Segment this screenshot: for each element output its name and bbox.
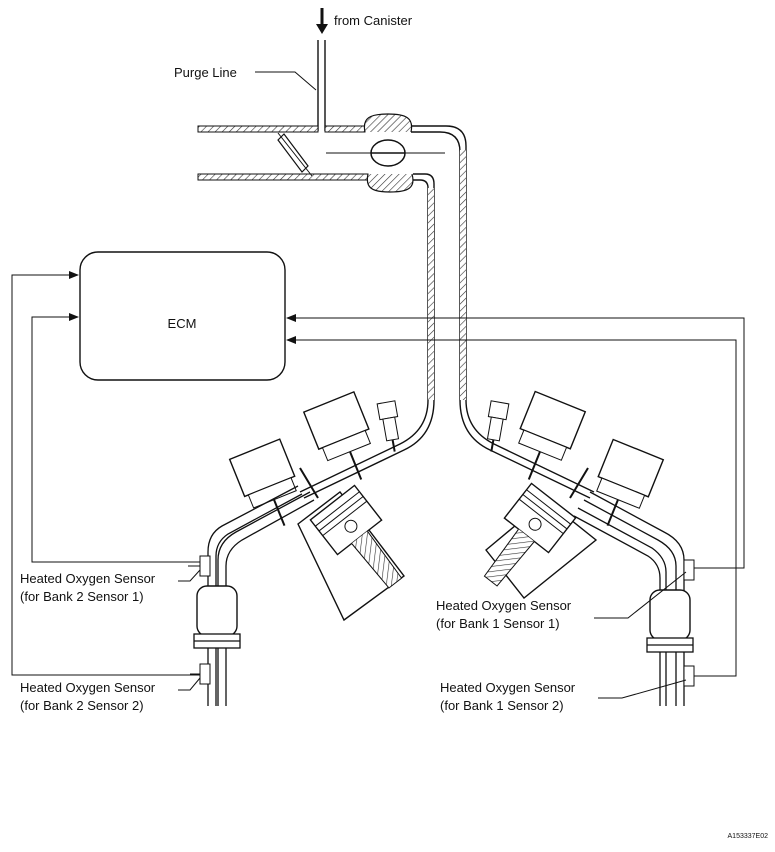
- purge-line: [317, 40, 326, 131]
- svg-text:Heated Oxygen Sensor: Heated Oxygen Sensor: [440, 680, 576, 695]
- signal-wires: [11, 271, 745, 677]
- from-canister-label: from Canister: [334, 13, 413, 28]
- bank1-cylinder: [483, 390, 665, 599]
- svg-text:Heated Oxygen Sensor: Heated Oxygen Sensor: [436, 598, 572, 613]
- svg-text:Heated Oxygen Sensor: Heated Oxygen Sensor: [20, 680, 156, 695]
- purge-line-label: Purge Line: [174, 65, 237, 80]
- svg-text:Heated Oxygen Sensor: Heated Oxygen Sensor: [20, 571, 156, 586]
- ecm-label: ECM: [168, 316, 197, 331]
- bank2-sensor1: [188, 555, 211, 577]
- bank1-sensor1-label: Heated Oxygen Sensor (for Bank 1 Sensor …: [436, 571, 687, 631]
- purge-line-callout: Purge Line: [174, 65, 317, 91]
- bank1-exhaust: [573, 491, 694, 706]
- bank1-sensor2: [683, 665, 695, 687]
- bank2-sensor2-label: Heated Oxygen Sensor (for Bank 2 Sensor …: [20, 677, 201, 713]
- bank2-cylinder: [228, 390, 405, 622]
- svg-text:(for Bank 2 Sensor 1): (for Bank 2 Sensor 1): [20, 589, 144, 604]
- svg-text:(for Bank 1 Sensor 2): (for Bank 1 Sensor 2): [440, 698, 564, 713]
- bank2-sensor1-label: Heated Oxygen Sensor (for Bank 2 Sensor …: [20, 569, 201, 604]
- bank1-sensor1: [683, 559, 695, 581]
- bank2-sensor2: [190, 663, 211, 685]
- ecm-box: ECM: [79, 251, 286, 381]
- intake-runners: [299, 399, 595, 499]
- svg-text:(for Bank 2 Sensor 2): (for Bank 2 Sensor 2): [20, 698, 144, 713]
- bank1-sensor2-label: Heated Oxygen Sensor (for Bank 1 Sensor …: [440, 679, 687, 713]
- svg-text:(for Bank 1 Sensor 1): (for Bank 1 Sensor 1): [436, 616, 560, 631]
- figure-code: A153337E02: [728, 833, 769, 840]
- canister-inlet: from Canister: [316, 8, 413, 34]
- intake-manifold: [197, 113, 467, 400]
- bank2-exhaust: [193, 485, 315, 706]
